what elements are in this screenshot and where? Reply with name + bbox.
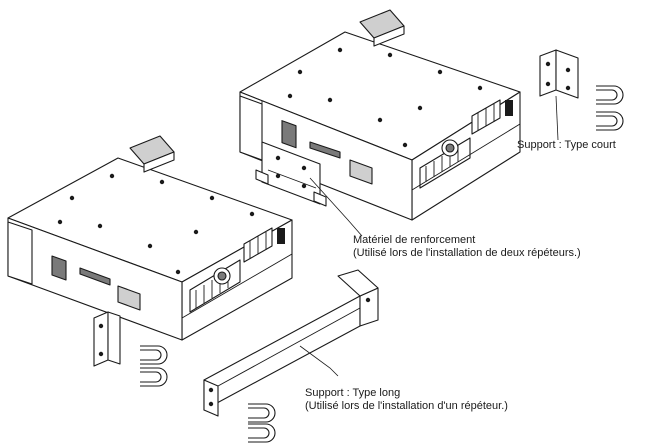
label-materiel-line2: (Utilisé lors de l'installation de deux … (353, 247, 581, 259)
long-bracket-handles (248, 403, 276, 443)
long-bracket (203, 269, 379, 417)
label-materiel-line1: Matériel de renforcement (353, 234, 476, 246)
reinforcement-plate (255, 141, 327, 207)
bottom-handles (140, 345, 168, 387)
leader-support-long (299, 345, 339, 377)
leader-support-court (555, 95, 559, 141)
label-support-long-line1: Support : Type long (305, 387, 401, 399)
repeater-top (239, 9, 521, 221)
small-bracket-bottom (93, 311, 121, 367)
label-support-court: Support : Type court (517, 139, 616, 151)
short-bracket-handles (596, 85, 624, 131)
short-bracket (539, 49, 579, 99)
leader-materiel (309, 177, 363, 237)
repeater-bottom (7, 135, 293, 341)
label-support-long-line2: (Utilisé lors de l'installation d'un rép… (305, 400, 508, 412)
